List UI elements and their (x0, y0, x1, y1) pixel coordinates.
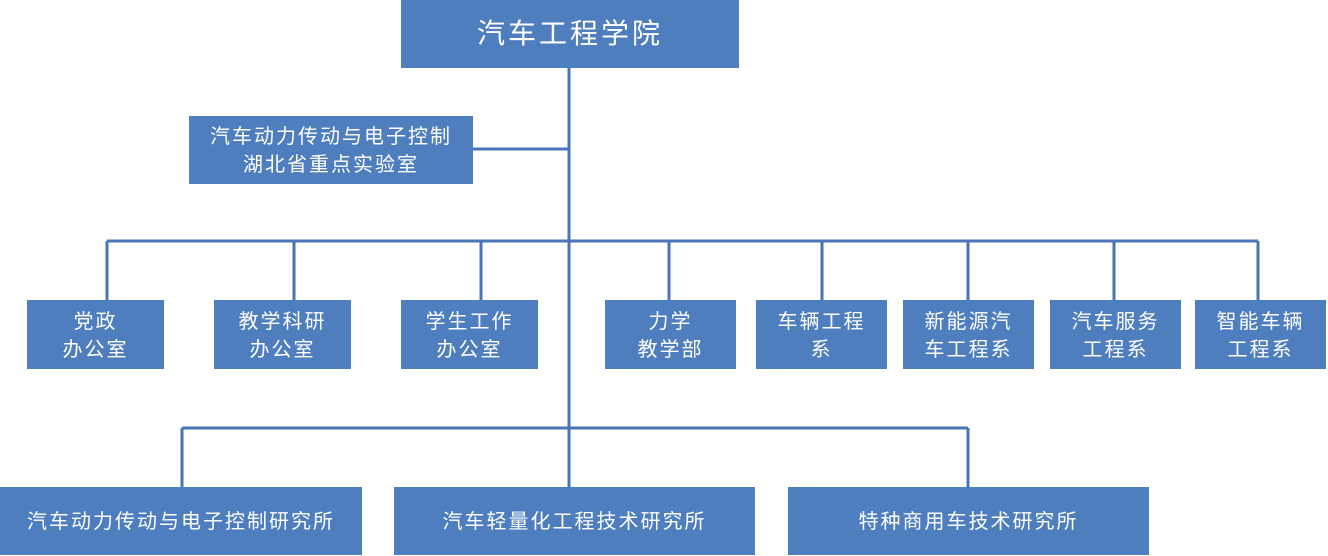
department-line2: 车工程系 (924, 336, 1013, 361)
department-line1: 智能车辆 (1216, 308, 1305, 333)
department-line1: 教学科研 (238, 308, 327, 333)
institute-label: 汽车动力传动与电子控制研究所 (27, 509, 335, 533)
department-line1: 汽车服务 (1071, 308, 1160, 333)
root-label: 汽车工程学院 (476, 17, 663, 50)
department-line2: 系 (810, 336, 833, 361)
institute-node: 汽车动力传动与电子控制研究所 (0, 487, 362, 555)
department-node: 汽车服务 工程系 (1050, 300, 1181, 369)
department-line1: 车辆工程 (777, 308, 866, 333)
department-line2: 工程系 (1227, 336, 1294, 361)
lab-node: 汽车动力传动与电子控制 湖北省重点实验室 (189, 116, 473, 184)
lab-label-line2: 湖北省重点实验室 (243, 152, 419, 176)
department-line2: 工程系 (1082, 336, 1149, 361)
lab-label-line1: 汽车动力传动与电子控制 (210, 124, 452, 148)
department-line2: 办公室 (249, 336, 316, 361)
department-line1: 学生工作 (425, 308, 514, 333)
department-node: 车辆工程 系 (756, 300, 887, 369)
institute-node: 汽车轻量化工程技术研究所 (394, 487, 755, 555)
department-node: 教学科研 办公室 (214, 300, 351, 369)
institute-label: 汽车轻量化工程技术研究所 (442, 509, 707, 533)
department-line1: 新能源汽 (924, 308, 1013, 333)
department-line2: 办公室 (62, 336, 129, 361)
department-node: 党政 办公室 (27, 300, 164, 369)
root-node: 汽车工程学院 (401, 0, 739, 68)
department-node: 学生工作 办公室 (401, 300, 538, 369)
department-line1: 力学 (648, 308, 693, 333)
department-line1: 党政 (73, 308, 118, 333)
department-line2: 办公室 (436, 336, 503, 361)
department-node: 新能源汽 车工程系 (903, 300, 1034, 369)
department-node: 智能车辆 工程系 (1195, 300, 1326, 369)
department-node: 力学 教学部 (605, 300, 736, 369)
institute-node: 特种商用车技术研究所 (788, 487, 1149, 555)
institute-label: 特种商用车技术研究所 (858, 509, 1079, 533)
department-line2: 教学部 (637, 336, 704, 361)
